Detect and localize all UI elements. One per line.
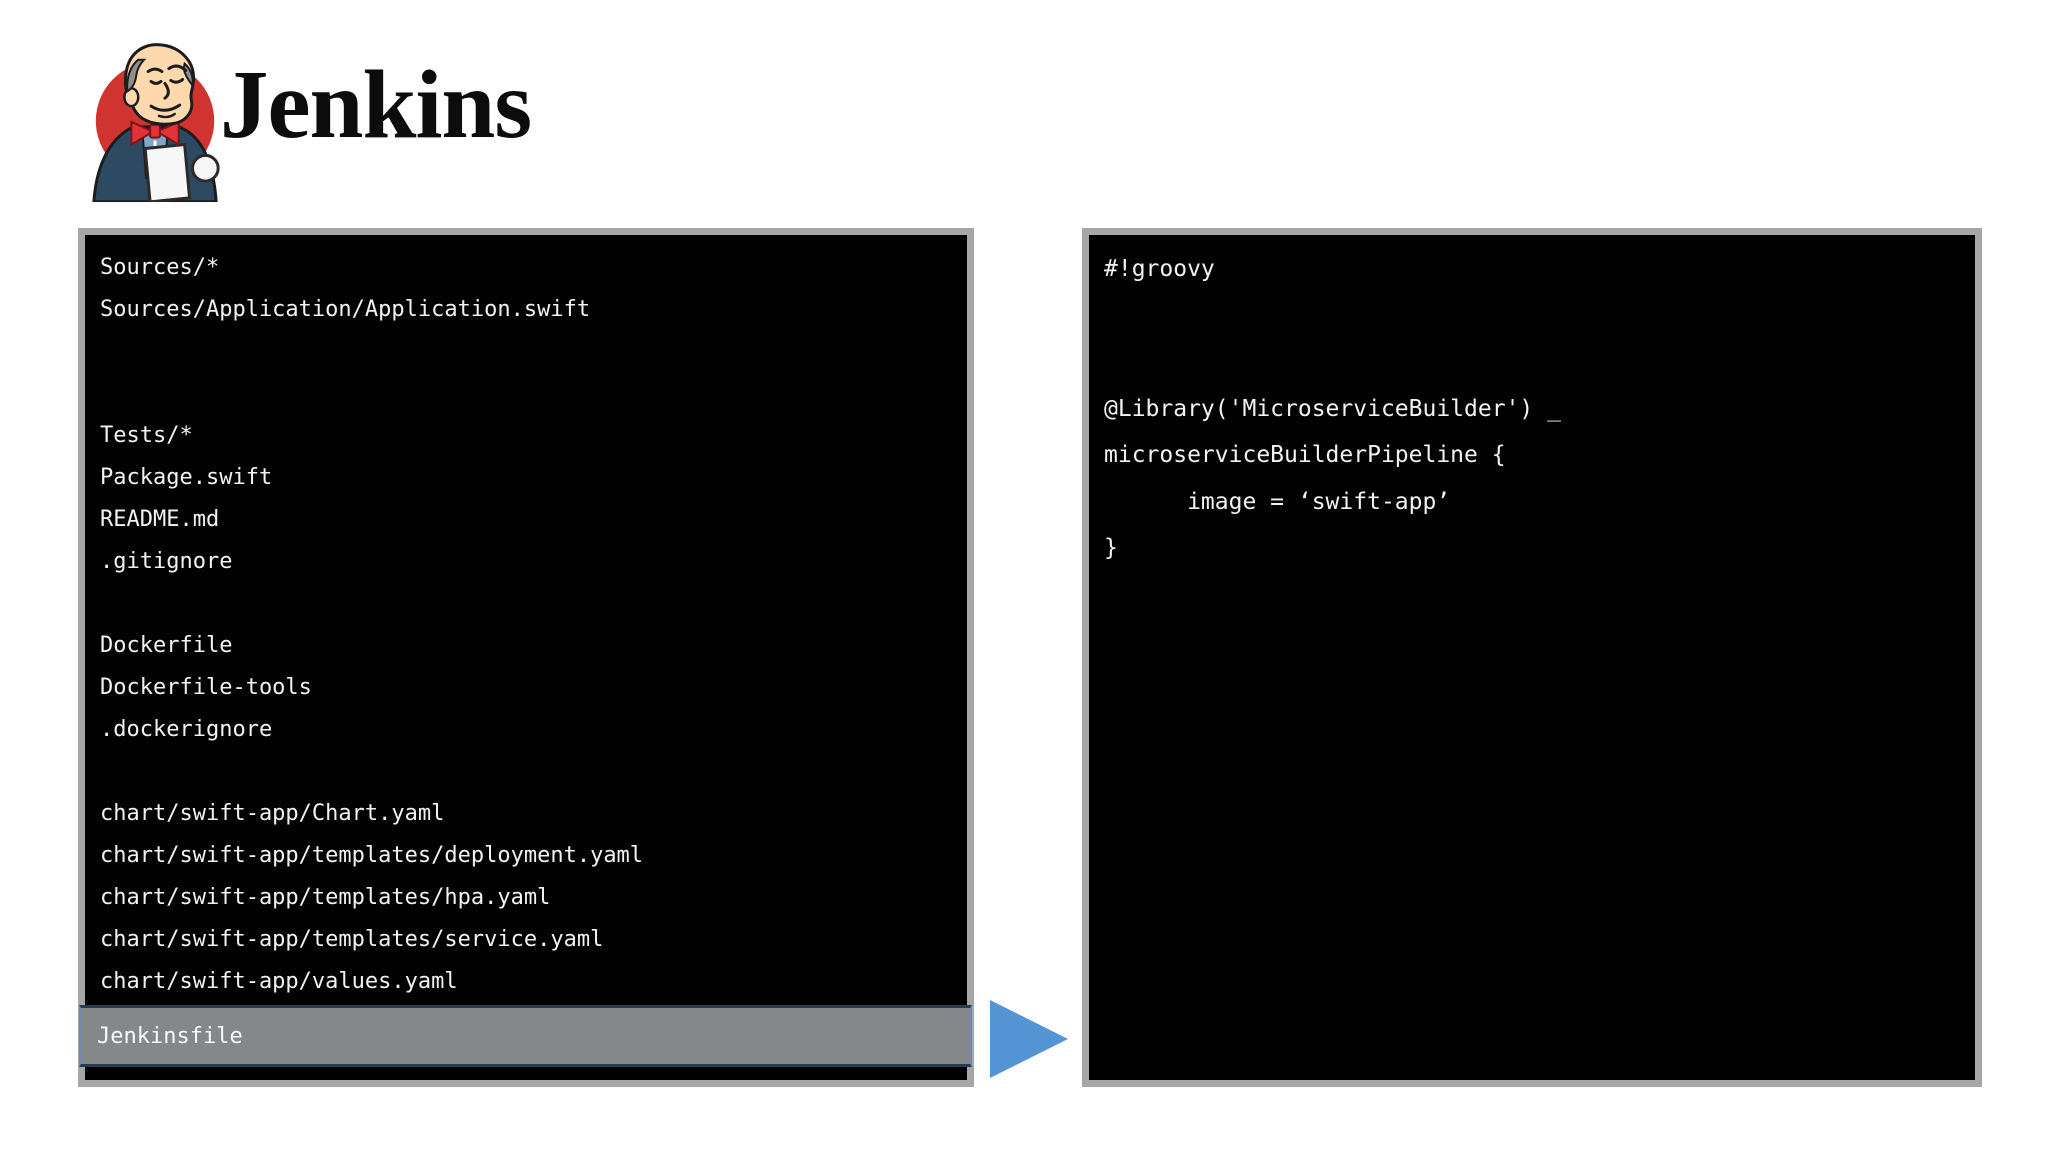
code-line: [100, 373, 967, 415]
code-line: [1104, 293, 1975, 340]
code-line: [100, 583, 967, 625]
code-line: chart/swift-app/templates/hpa.yaml: [100, 885, 551, 910]
selected-file-row: Jenkinsfile: [79, 1005, 972, 1067]
code-line: .gitignore: [100, 549, 233, 574]
code-line: README.md: [100, 507, 220, 532]
jenkins-wordmark: Jenkins: [220, 51, 532, 158]
code-line: chart/swift-app/templates/service.yaml: [100, 927, 604, 952]
code-line: #!groovy: [1104, 256, 1215, 282]
code-line: Tests/*: [100, 423, 193, 448]
code-line: chart/swift-app/values.yaml: [100, 969, 458, 994]
code-line: [100, 331, 967, 373]
code-line: Package.swift: [100, 465, 273, 490]
right-arrow-icon: [990, 1000, 1068, 1078]
code-line: Dockerfile-tools: [100, 675, 312, 700]
jenkins-mascot-icon: [92, 43, 220, 202]
code-line: chart/swift-app/templates/deployment.yam…: [100, 843, 644, 868]
code-line: Dockerfile: [100, 633, 233, 658]
code-line: Sources/*: [100, 255, 220, 280]
jenkinsfile-code-panel: #!groovy @Library('MicroserviceBuilder')…: [1082, 228, 1982, 1087]
file-list-panel: Sources/* Sources/Application/Application…: [78, 228, 974, 1087]
code-line: [100, 751, 967, 793]
code-line: }: [1104, 535, 1118, 561]
code-line: [1104, 339, 1975, 386]
code-line: microserviceBuilderPipeline {: [1104, 442, 1506, 468]
code-line: chart/swift-app/Chart.yaml: [100, 801, 445, 826]
selected-file-label: Jenkinsfile: [97, 1023, 243, 1049]
file-list: Sources/* Sources/Application/Application…: [85, 235, 967, 1003]
code-line: image = ‘swift-app’: [1104, 488, 1451, 515]
code-line: Sources/Application/Application.swift: [100, 297, 591, 322]
code-line: @Library('MicroserviceBuilder') _: [1104, 395, 1561, 422]
code-line: .dockerignore: [100, 717, 273, 742]
pipeline-code: #!groovy @Library('MicroserviceBuilder')…: [1089, 235, 1975, 572]
